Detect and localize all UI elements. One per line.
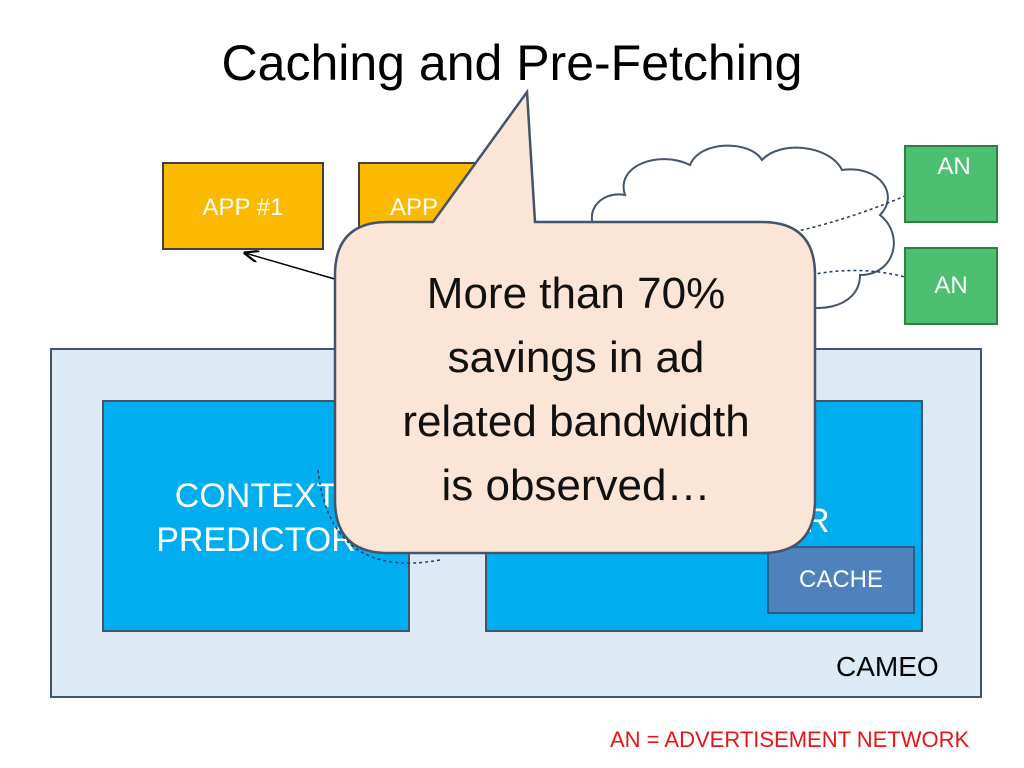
slide-title: Caching and Pre-Fetching: [221, 35, 803, 91]
cache-box: CACHE: [767, 546, 915, 614]
app-1-label: APP #1: [202, 194, 284, 221]
callout-line-1: More than 70%: [426, 269, 726, 318]
callout-line-3: related bandwidth: [402, 397, 750, 446]
callout-line-2: savings in ad: [447, 333, 705, 382]
cache-label: CACHE: [798, 566, 883, 593]
ad-network-1-box: AN: [904, 145, 998, 223]
footnote-legend: AN = ADVERTISEMENT NETWORK: [610, 727, 970, 752]
context-predictor-label-line2: PREDICTOR: [156, 521, 356, 559]
app-2-label: APP: [390, 194, 439, 221]
ad-network-1-label: AN: [937, 153, 971, 180]
app-1-box: APP #1: [162, 162, 324, 250]
speech-callout: [333, 88, 817, 555]
context-predictor-label-line1: CONTEXT: [174, 477, 338, 515]
cameo-label: CAMEO: [836, 651, 939, 682]
callout-text: More than 70% savings in ad related band…: [338, 262, 814, 518]
predictor-link-path: [317, 469, 441, 564]
callout-line-4: is observed…: [441, 461, 711, 510]
app-1-arrow: [245, 253, 346, 283]
ad-network-2-box: AN: [904, 247, 998, 325]
ad-network-2-label: AN: [934, 272, 968, 299]
